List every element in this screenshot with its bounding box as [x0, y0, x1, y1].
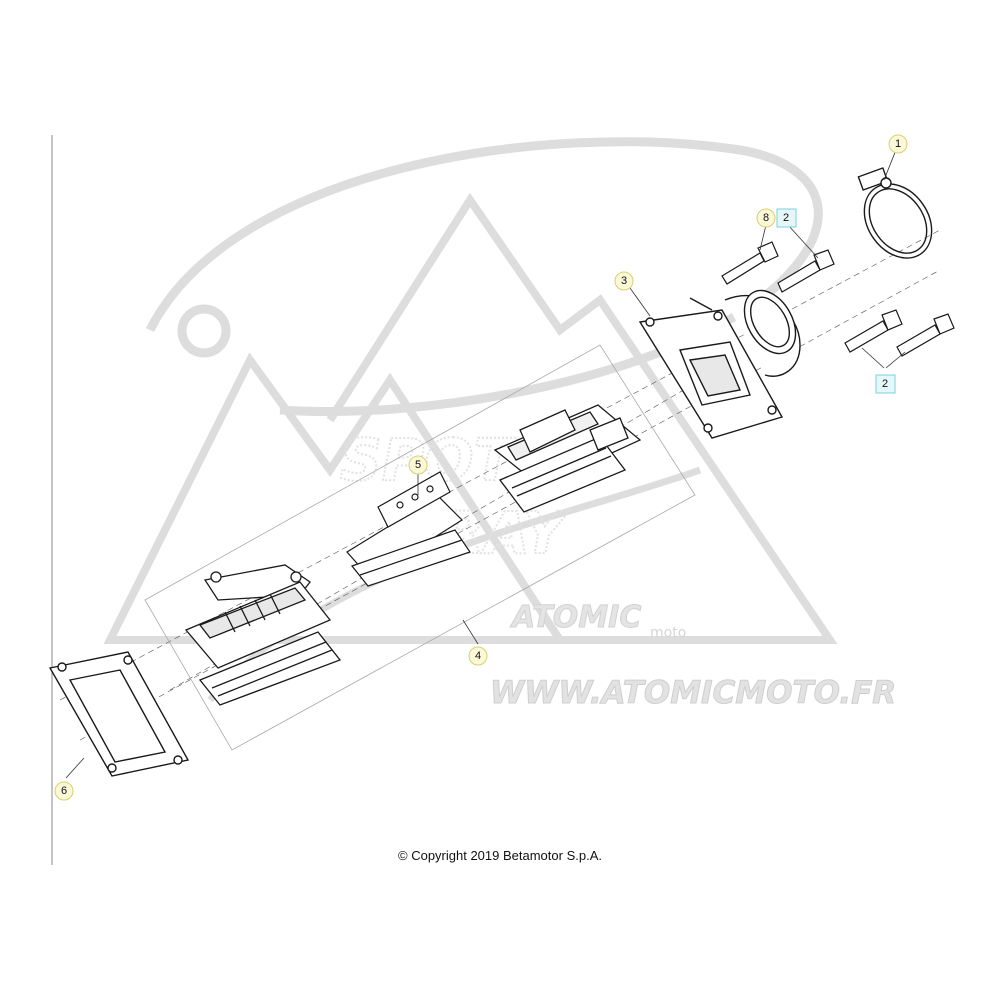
callout-label: 8	[763, 212, 769, 224]
callout-item-2-top: 2	[776, 208, 797, 228]
copyright-notice: © Copyright 2019 Betamotor S.p.A.	[398, 848, 602, 863]
bolt-item-2-top	[777, 249, 835, 293]
callout-label: 4	[475, 650, 481, 662]
callout-label: 5	[415, 459, 421, 471]
hose-clamp-part	[857, 167, 933, 259]
reed-valve-assembly-box	[144, 344, 696, 751]
watermark-brand: ATOMIC	[510, 600, 641, 635]
callout-item-5: 5	[408, 455, 428, 475]
callout-label: 1	[895, 138, 901, 150]
bolt-item-2-lower-b	[896, 313, 955, 357]
callout-item-1: 1	[888, 134, 908, 154]
gasket-part	[48, 651, 190, 777]
bolt-item-2-lower-a	[844, 309, 903, 353]
callout-label: 2	[882, 378, 888, 390]
callout-label: 6	[61, 785, 67, 797]
callout-item-4: 4	[468, 646, 488, 666]
watermark-brand-sub: moto	[650, 625, 686, 641]
callout-leader-lines	[65, 149, 906, 779]
bolt-item-8	[721, 241, 779, 285]
callout-item-8: 8	[756, 208, 776, 228]
callout-item-6: 6	[54, 781, 74, 801]
watermark-letters-bottom: RAY	[440, 499, 570, 567]
reed-petals-part	[346, 471, 471, 587]
reed-valve-block-part	[184, 564, 342, 706]
callout-label: 3	[621, 275, 627, 287]
reed-block-upper	[493, 404, 642, 513]
callout-label: 2	[783, 212, 789, 224]
callout-item-2-lower: 2	[875, 374, 896, 394]
callout-item-3: 3	[614, 271, 634, 291]
watermark-url: WWW.ATOMICMOTO.FR	[490, 675, 896, 711]
intake-manifold-part	[638, 289, 801, 439]
